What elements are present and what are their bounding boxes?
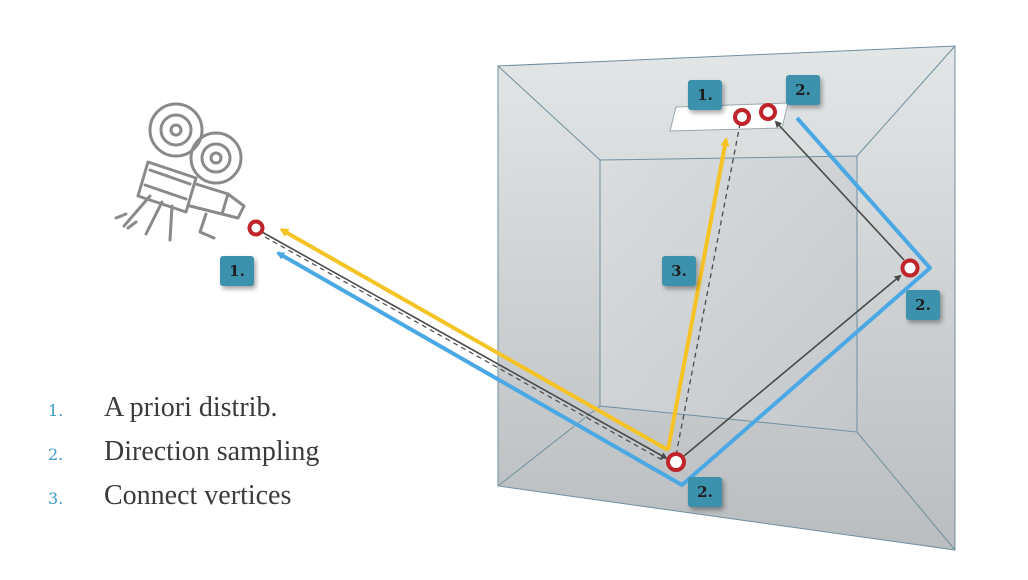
path-vertices — [247, 103, 920, 472]
room-edge-bl — [497, 405, 601, 487]
movie-camera-icon — [114, 102, 246, 242]
yellow-path — [279, 228, 669, 452]
vertex-light-1 — [733, 108, 751, 126]
bounce-ray-light — [774, 120, 905, 261]
camera-ray — [261, 231, 668, 459]
room-back-wall — [599, 155, 858, 433]
legend-text: A priori distrib. — [104, 392, 278, 423]
legend-item: 3. Connect vertices — [48, 480, 319, 524]
room-box — [497, 45, 956, 551]
badge-connect: 3. — [662, 256, 696, 286]
legend-text: Connect vertices — [104, 480, 292, 511]
connection-ray-dashed — [675, 123, 741, 456]
badge-right-wall: 2. — [906, 290, 940, 320]
yellow-connect-path — [666, 137, 730, 451]
vertex-light-2 — [759, 103, 777, 121]
vertex-floor — [666, 452, 686, 472]
bounce-ray-wall — [683, 274, 902, 457]
camera-ray-dashed — [264, 236, 665, 462]
legend-number: 3. — [48, 489, 64, 508]
legend-list: 1. A priori distrib. 2. Direction sampli… — [48, 392, 319, 524]
legend-item: 1. A priori distrib. — [48, 392, 319, 436]
badge-light-left: 1. — [688, 80, 722, 110]
legend-number: 1. — [48, 401, 64, 420]
vertex-camera — [247, 219, 265, 237]
room-edge-tl — [497, 65, 601, 161]
legend-number: 2. — [48, 445, 64, 464]
room-edge-tr — [856, 45, 956, 157]
vertex-right-wall — [900, 258, 920, 278]
badge-camera: 1. — [220, 256, 254, 286]
badge-light-right: 2. — [786, 75, 820, 105]
blue-path — [276, 116, 932, 487]
legend-text: Direction sampling — [104, 436, 320, 467]
badge-floor: 2. — [688, 477, 722, 507]
legend-item: 2. Direction sampling — [48, 436, 319, 480]
room-edge-br — [856, 431, 956, 551]
